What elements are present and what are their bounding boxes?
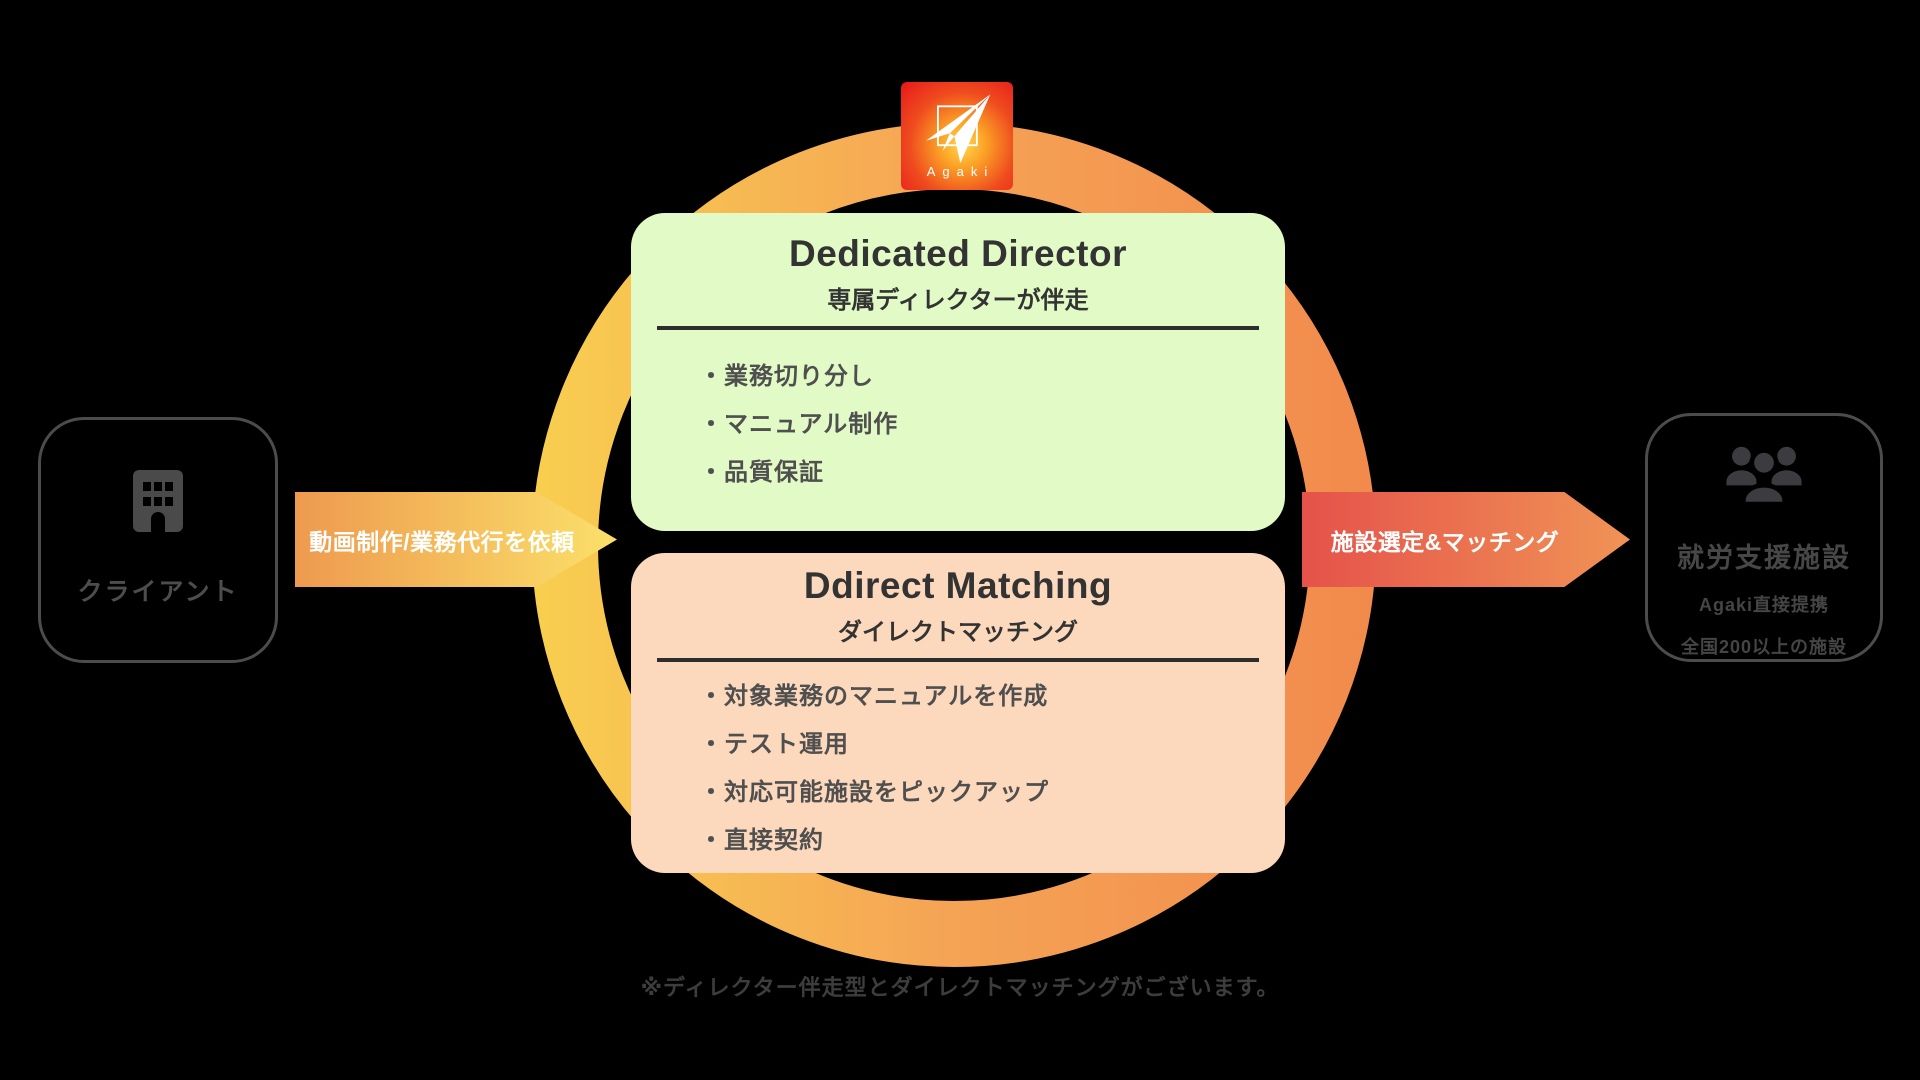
green-box-subtitle: 専属ディレクターが伴走 xyxy=(827,287,1089,314)
request-arrow-label: 動画制作/業務代行を依頼 xyxy=(309,528,575,555)
list-item: ・テスト運用 xyxy=(699,731,849,758)
brand-name: Agaki xyxy=(926,164,995,179)
paper-plane-icon xyxy=(925,94,991,164)
list-item: ・対象業務のマニュアルを作成 xyxy=(699,683,1049,710)
footnote: ※ディレクター伴走型とダイレクトマッチングがございます。 xyxy=(640,975,1280,1000)
green-box-items: ・業務切り分し ・マニュアル制作 ・品質保証 xyxy=(699,362,1285,488)
list-item: ・業務切り分し xyxy=(699,363,874,390)
direct-matching-box: Ddirect Matching ダイレクトマッチング ・対象業務のマニュアルを… xyxy=(631,553,1285,873)
users-icon xyxy=(1726,446,1802,506)
dedicated-director-box: Dedicated Director 専属ディレクターが伴走 ・業務切り分し ・… xyxy=(631,213,1285,531)
list-item: ・対応可能施設をピックアップ xyxy=(699,779,1049,806)
client-card: クライアント xyxy=(38,417,278,663)
matching-arrow-label: 施設選定&マッチング xyxy=(1330,528,1560,555)
peach-box-subtitle: ダイレクトマッチング xyxy=(838,619,1078,646)
client-label: クライアント xyxy=(77,578,239,606)
facility-line2: 全国200以上の施設 xyxy=(1680,637,1848,657)
brand-logo: Agaki xyxy=(901,82,1013,190)
request-arrow: 動画制作/業務代行を依頼 xyxy=(295,492,617,587)
facility-card: 就労支援施設 Agaki直接提携 全国200以上の施設 xyxy=(1645,413,1883,662)
green-box-title: Dedicated Director xyxy=(789,233,1127,274)
peach-box-items: ・対象業務のマニュアルを作成 ・テスト運用 ・対応可能施設をピックアップ ・直接… xyxy=(699,682,1285,856)
facility-title: 就労支援施設 xyxy=(1677,543,1851,573)
green-box-underline xyxy=(657,326,1259,330)
building-icon xyxy=(133,470,183,532)
list-item: ・マニュアル制作 xyxy=(699,411,899,438)
list-item: ・品質保証 xyxy=(699,459,824,486)
matching-arrow: 施設選定&マッチング xyxy=(1302,492,1630,587)
list-item: ・直接契約 xyxy=(699,827,824,854)
peach-box-title: Ddirect Matching xyxy=(803,565,1113,606)
facility-line1: Agaki直接提携 xyxy=(1698,595,1830,615)
peach-box-underline xyxy=(657,658,1259,662)
